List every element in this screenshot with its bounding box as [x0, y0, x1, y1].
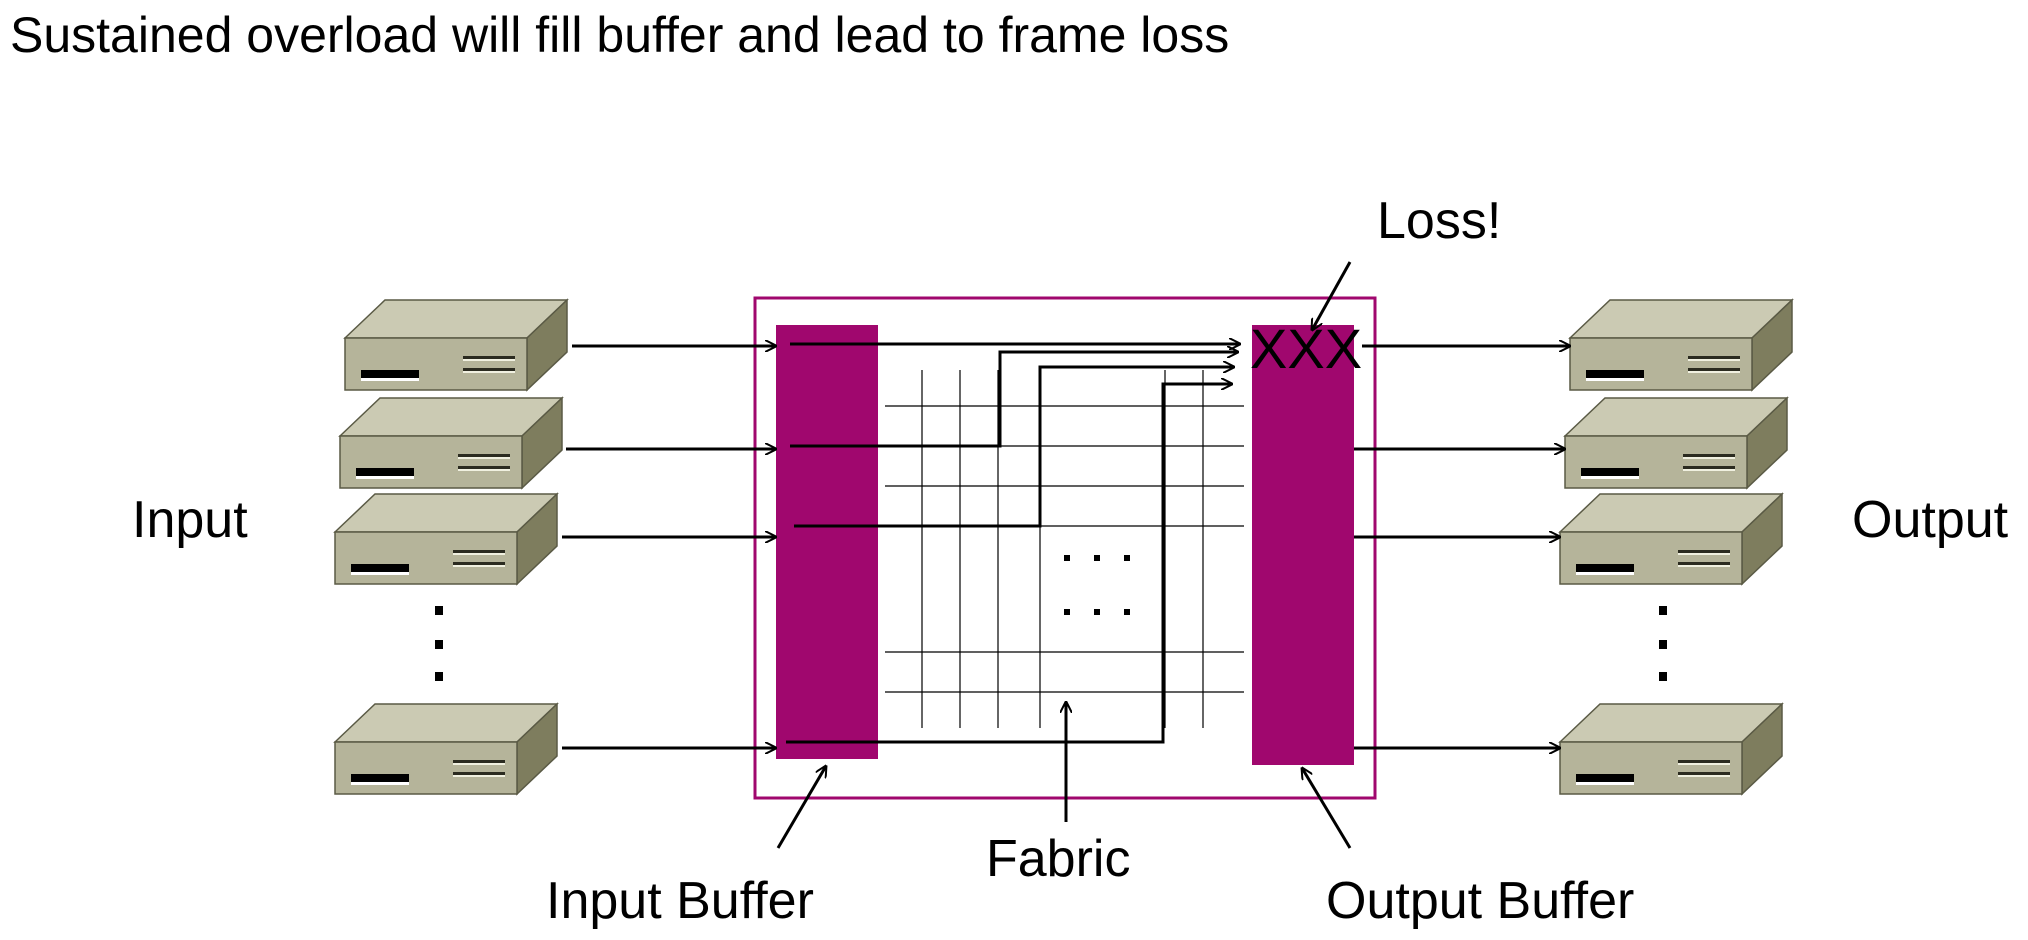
output-buffer-label: Output Buffer: [1326, 872, 1634, 930]
input-arrows: [562, 346, 776, 748]
frame-loss-marks: XXX: [1250, 317, 1362, 380]
fabric-label: Fabric: [986, 830, 1130, 888]
input-device-3: [334, 493, 558, 585]
fabric-grid: [885, 370, 1244, 728]
input-device-1: [344, 299, 568, 391]
output-label: Output: [1852, 491, 2009, 549]
input-buffer-label: Input Buffer: [546, 872, 814, 930]
output-device-3: [1559, 493, 1783, 585]
callout-arrows: [776, 261, 1352, 849]
input-device-2: [339, 397, 563, 489]
output-arrows: [1354, 346, 1570, 748]
fabric-paths: [786, 344, 1240, 744]
output-device-n: [1559, 703, 1783, 795]
input-buffer: [776, 325, 878, 759]
input-label: Input: [132, 491, 248, 549]
output-buffer: [1252, 325, 1354, 765]
page-title: Sustained overload will fill buffer and …: [10, 7, 1229, 63]
input-ellipsis: [435, 606, 443, 681]
output-ellipsis: [1659, 606, 1667, 681]
loss-label: Loss!: [1377, 192, 1501, 250]
fabric-ellipsis: [1064, 555, 1130, 615]
output-device-2: [1564, 397, 1788, 489]
output-device-1: [1569, 299, 1793, 391]
input-device-n: [334, 703, 558, 795]
